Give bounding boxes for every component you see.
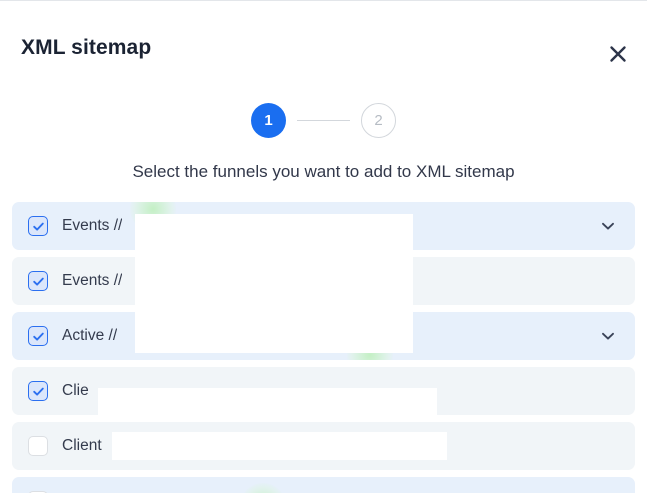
page-title: XML sitemap — [21, 36, 152, 59]
highlight-glow — [240, 483, 286, 493]
funnel-checkbox[interactable] — [28, 326, 48, 346]
funnel-label: Active // — [62, 327, 118, 344]
funnel-row[interactable]: Events // — [12, 257, 635, 305]
step-2-number: 2 — [374, 112, 383, 129]
instruction-text: Select the funnels you want to add to XM… — [132, 162, 515, 181]
funnel-label: Events // — [62, 217, 123, 234]
close-icon — [607, 43, 629, 65]
chevron-down-icon[interactable] — [599, 217, 617, 235]
step-1[interactable]: 1 — [251, 103, 286, 138]
funnel-label: Clie — [62, 382, 89, 399]
step-indicator: 1 2 — [0, 103, 647, 138]
funnel-label: Client — [62, 437, 102, 454]
funnel-list: Events // Events // — [0, 202, 647, 493]
funnel-row[interactable]: Clie — [12, 367, 635, 415]
funnel-row[interactable]: Events // — [12, 202, 635, 250]
highlight-glow — [130, 202, 176, 232]
funnel-row[interactable] — [12, 477, 635, 493]
funnel-row[interactable]: Client — [12, 422, 635, 470]
modal-header: XML sitemap — [0, 1, 647, 89]
close-button[interactable] — [603, 39, 633, 69]
highlight-glow — [347, 332, 393, 360]
funnel-checkbox[interactable] — [28, 381, 48, 401]
step-2[interactable]: 2 — [361, 103, 396, 138]
funnel-label: Events // — [62, 272, 123, 289]
chevron-down-icon[interactable] — [599, 327, 617, 345]
funnel-checkbox[interactable] — [28, 271, 48, 291]
funnel-checkbox[interactable] — [28, 216, 48, 236]
funnel-row[interactable]: Active // — [12, 312, 635, 360]
step-1-number: 1 — [264, 112, 273, 129]
funnel-checkbox[interactable] — [28, 436, 48, 456]
step-connector-line — [297, 120, 350, 121]
